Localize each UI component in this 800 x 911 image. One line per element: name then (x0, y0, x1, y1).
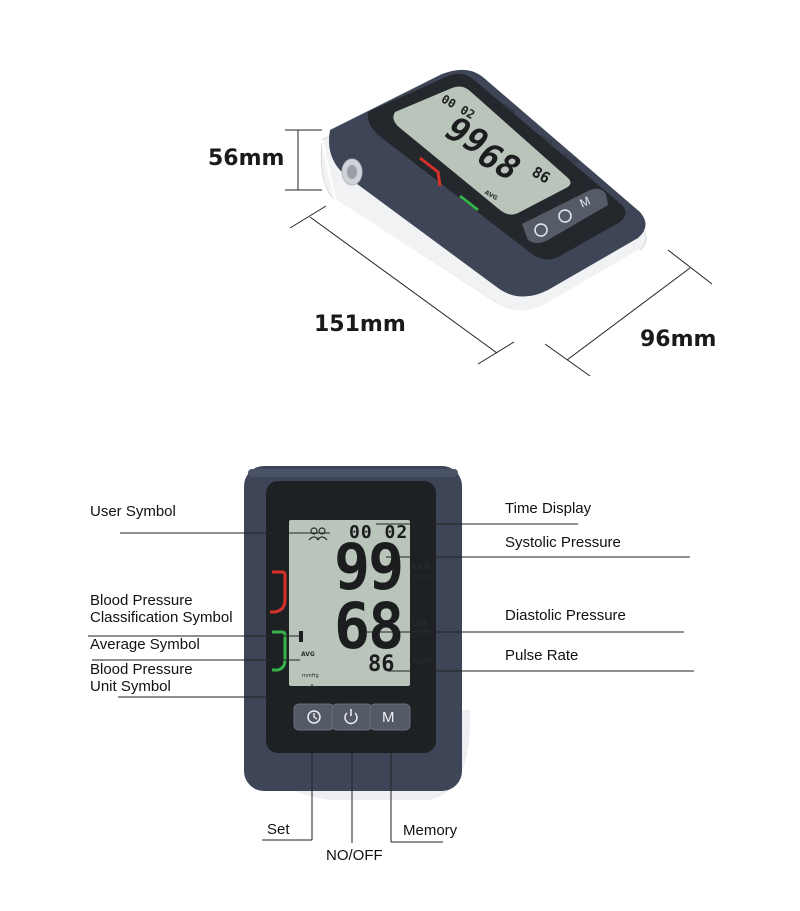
callout-diastolic-pressure: Diastolic Pressure (505, 607, 626, 624)
callout-pulse-rate: Pulse Rate (505, 647, 579, 664)
callout-systolic-pressure: Systolic Pressure (505, 534, 621, 551)
length-dimension-label: 151mm (314, 312, 406, 337)
depth-dimension-label: 96mm (640, 327, 717, 352)
callout-memory: Memory (403, 822, 458, 839)
avg-symbol: AVG (301, 651, 315, 658)
callout-no-off: NO/OFF (326, 847, 383, 864)
dia-unit-label: mmHg (414, 629, 431, 635)
callout-user-symbol: User Symbol (90, 503, 176, 520)
memory-button-label: M (382, 709, 395, 726)
pulse-value: 86 (368, 652, 395, 677)
bp-unit-symbol: mmHg (302, 673, 319, 679)
diastolic-value: 68 (334, 590, 404, 664)
callout-bp-classification-line1: Blood Pressure (90, 592, 193, 609)
callout-bp-unit-line2: Unit Symbol (90, 678, 171, 695)
callout-bp-classification-line2: Classification Symbol (90, 609, 233, 626)
sys-unit-label: mmHg (413, 574, 430, 580)
pulse-label: PULSE (413, 658, 432, 665)
systolic-value: 99 (334, 531, 404, 605)
sys-label: SYS (411, 563, 431, 573)
height-dimension-label: 56mm (208, 146, 285, 171)
time-display: 00 02 (349, 522, 409, 543)
dia-label: DIA (412, 619, 428, 629)
callout-bp-unit-line1: Blood Pressure (90, 661, 193, 678)
callout-average-symbol: Average Symbol (90, 636, 200, 653)
callout-set: Set (267, 821, 290, 838)
callout-time-display: Time Display (505, 500, 592, 517)
